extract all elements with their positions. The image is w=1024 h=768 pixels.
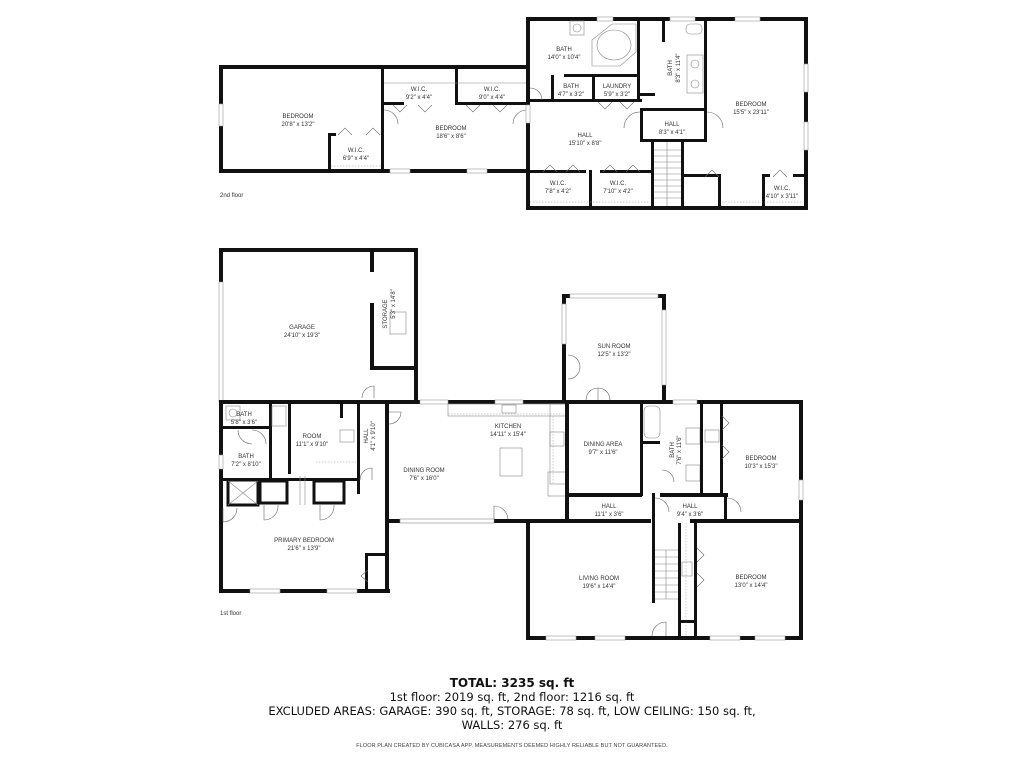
room-name: BATH [556, 47, 572, 53]
room-name: BEDROOM [735, 102, 766, 108]
room-name: HALL [682, 504, 698, 510]
room-name: PRIMARY BEDROOM [274, 538, 334, 544]
room-name: W.I.C. [774, 186, 791, 192]
room-name: W.I.C. [484, 87, 501, 93]
excluded-areas: EXCLUDED AREAS: GARAGE: 390 sq. ft, STOR… [268, 704, 756, 718]
room-name: KITCHEN [495, 424, 521, 430]
room-dims: 5'3" x 14'8" [391, 289, 397, 319]
room-dims: 18'6" x 8'6" [436, 134, 466, 140]
room-dims: 7'6" x 11'6" [677, 435, 683, 464]
room-dims: 5'9" x 3'2" [604, 92, 630, 98]
room-name: W.I.C. [550, 181, 567, 187]
room-dims: 7'10" x 4'2" [603, 189, 633, 195]
stairs-2nd-floor [654, 142, 681, 206]
room-name: BEDROOM [745, 456, 776, 462]
room-dims: 8'3" x 11'4" [676, 53, 682, 82]
room-name: BATH [236, 412, 252, 418]
room-name: GARAGE [289, 325, 315, 331]
room-name: ROOM [303, 434, 322, 440]
room-dims: 7'2" x 8'10" [231, 462, 261, 468]
room-dims: 5'8" x 3'6" [231, 420, 257, 426]
room-dims: 11'1" x 3'6" [594, 512, 623, 518]
room-name: W.I.C. [348, 148, 365, 154]
room-name: HALL [364, 428, 370, 444]
bath-fixtures-2nd [569, 20, 704, 94]
room-dims: 20'8" x 13'2" [282, 122, 315, 128]
room-dims: 9'0" x 4'4" [479, 95, 505, 101]
room-name: LAUNDRY [603, 84, 632, 90]
room-dims: 9'2" x 4'4" [406, 95, 432, 101]
room-name: DINING AREA [584, 442, 623, 448]
room-dims: 7'6" x 16'0" [409, 476, 439, 482]
kitchen-fixtures [447, 403, 567, 497]
disclaimer: FLOOR PLAN CREATED BY CUBICASA APP. MEAS… [356, 743, 668, 749]
room-name: BATH [670, 442, 676, 458]
room-name: BEDROOM [735, 575, 766, 581]
room-name: BATH [668, 60, 674, 76]
total-area: TOTAL: 3235 sq. ft [449, 676, 575, 690]
room-name: BEDROOM [282, 114, 313, 120]
room-dims: 14'11" x 15'4" [490, 432, 526, 438]
room-name: W.I.C. [610, 181, 627, 187]
room-name: BATH [563, 84, 579, 90]
room-dims: 21'6" x 13'9" [288, 546, 321, 552]
room-name: HALL [577, 133, 593, 139]
room-name: BATH [238, 454, 254, 460]
room-name: LIVING ROOM [579, 576, 619, 582]
first-floor-plan [218, 248, 804, 641]
room-dims: 13'0" x 14'4" [735, 583, 768, 589]
room-name: HALL [601, 504, 617, 510]
room-dims: 19'6" x 14'4" [583, 584, 616, 590]
area-summary: TOTAL: 3235 sq. ft 1st floor: 2019 sq. f… [0, 676, 1024, 732]
room-dims: 24'10" x 19'3" [284, 333, 320, 339]
floor-areas: 1st floor: 2019 sq. ft, 2nd floor: 1216 … [389, 690, 635, 704]
room-dims: 9'7" x 11'6" [588, 450, 617, 456]
room-name: DINING ROOM [403, 468, 444, 474]
room-name: SUN ROOM [598, 344, 631, 350]
room-labels: BEDROOM 20'8" x 13'2" W.I.C. 6'9" x 4'4"… [231, 47, 798, 590]
room-dims: 4'10" x 3'11" [766, 194, 798, 200]
stairs-1st-floor [655, 523, 693, 636]
walls-area: WALLS: 276 sq. ft [461, 718, 563, 732]
second-floor-label: 2nd floor [220, 193, 244, 199]
room-dims: 7'8" x 4'2" [545, 189, 571, 195]
room-dims: 12'5" x 13'2" [598, 352, 631, 358]
room-dims: 9'4" x 3'6" [677, 512, 703, 518]
room-name: W.I.C. [411, 87, 428, 93]
room-name: HALL [664, 122, 680, 128]
room-name: STORAGE [383, 299, 389, 328]
room-dims: 6'9" x 4'4" [343, 156, 369, 162]
room-name: BEDROOM [435, 126, 466, 132]
room-dims: 4'7" x 3'2" [558, 92, 584, 98]
room-dims: 11'1" x 9'10" [296, 442, 328, 448]
room-dims: 4'1" x 9'10" [371, 421, 377, 451]
first-floor-label: 1st floor [220, 611, 242, 617]
second-floor-plan [218, 16, 809, 210]
room-dims: 8'3" x 4'1" [659, 130, 685, 136]
room-dims: 10'3" x 15'3" [745, 464, 778, 470]
room-dims: 15'5" x 23'11" [733, 110, 769, 116]
room-dims: 14'0" x 10'4" [548, 55, 581, 61]
room-dims: 15'10" x 8'8" [569, 141, 602, 147]
